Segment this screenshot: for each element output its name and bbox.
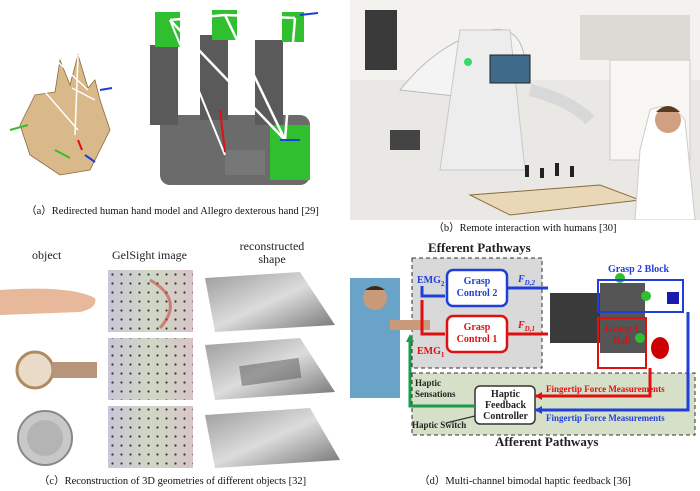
fingertip-force-blue-label: Fingertip Force Measurements <box>546 413 665 423</box>
haptic-switch-label: Haptic Switch <box>412 420 467 430</box>
row-watch <box>15 338 335 400</box>
grasp-control-1: Grasp Control 1 <box>456 322 498 345</box>
person-photo <box>350 278 430 398</box>
panel-d-haptic-feedback: Efferent Pathways Afferent Pathways EMG2… <box>350 238 700 491</box>
panel-c-gelsight: object GelSight image reconstructed shap… <box>0 238 345 491</box>
column-header-object: object <box>32 248 62 262</box>
caption-b: （b）Remote interaction with humans [30] <box>433 223 617 234</box>
fingertip-force-red-label: Fingertip Force Measurements <box>546 384 665 394</box>
emg1-label: EMG1 <box>417 346 445 359</box>
row-finger <box>0 270 335 332</box>
fd1-label: FD,1 <box>518 320 535 333</box>
remote-interaction-photo <box>350 0 700 221</box>
grasp2-block-label: Grasp 2 Block <box>608 264 670 275</box>
column-header-gelsight: GelSight image <box>112 248 187 262</box>
robot-hand-photo <box>550 273 651 353</box>
panel-a-hand-models: （a）Redirected human hand model and Alleg… <box>0 0 345 217</box>
caption-a: （a）Redirected human hand model and Alleg… <box>26 206 319 217</box>
column-header-reconstructed: reconstructed shape <box>239 239 305 266</box>
afferent-pathways-title: Afferent Pathways <box>495 434 599 449</box>
human-hand-model <box>9 53 113 176</box>
haptic-feedback-diagram <box>350 257 696 436</box>
grasp-control-2: Grasp Control 2 <box>456 276 498 299</box>
emg2-label: EMG2 <box>417 275 445 288</box>
efferent-pathways-title: Efferent Pathways <box>428 240 531 255</box>
row-coin <box>17 406 340 468</box>
fd2-label: FD,2 <box>518 274 535 287</box>
panel-b-remote-interaction: （b）Remote interaction with humans [30] <box>350 0 700 235</box>
grasp1-ball-label: Grasp 1 Ball <box>604 324 640 347</box>
haptic-feedback-controller-label: Haptic Feedback Controller <box>483 389 528 422</box>
hand-models-illustration <box>9 10 319 185</box>
gelsight-grid <box>0 270 340 468</box>
caption-c: （c）Reconstruction of 3D geometries of di… <box>38 476 307 487</box>
caption-d: （d）Multi-channel bimodal haptic feedback… <box>419 476 631 487</box>
allegro-hand-model <box>150 10 319 185</box>
haptic-sensations-label: Haptic Sensations <box>415 378 456 399</box>
